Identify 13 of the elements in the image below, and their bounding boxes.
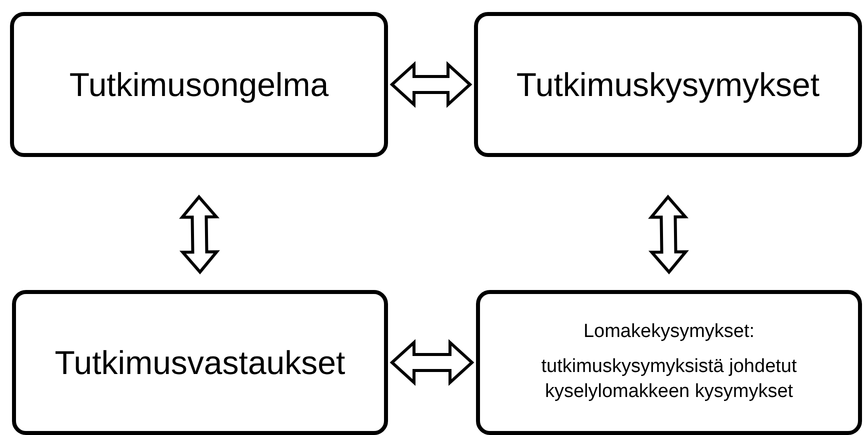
double-arrow xyxy=(390,61,472,108)
box-heading: Lomakekysymykset: xyxy=(583,320,755,344)
double-arrow xyxy=(179,194,220,274)
process-box xyxy=(474,12,862,157)
box-title: Tutkimusvastaukset xyxy=(54,342,346,382)
process-box xyxy=(10,12,388,157)
double-arrow xyxy=(648,194,689,274)
process-box xyxy=(476,290,862,435)
process-box xyxy=(12,290,388,435)
box-body: tutkimuskysymyksistä johdetut kyselylomakkeen kysymykset xyxy=(540,355,798,404)
box-title: Tutkimuskysymykset xyxy=(516,64,820,104)
double-arrow xyxy=(390,339,474,386)
box-title: Tutkimusongelma xyxy=(69,64,329,104)
